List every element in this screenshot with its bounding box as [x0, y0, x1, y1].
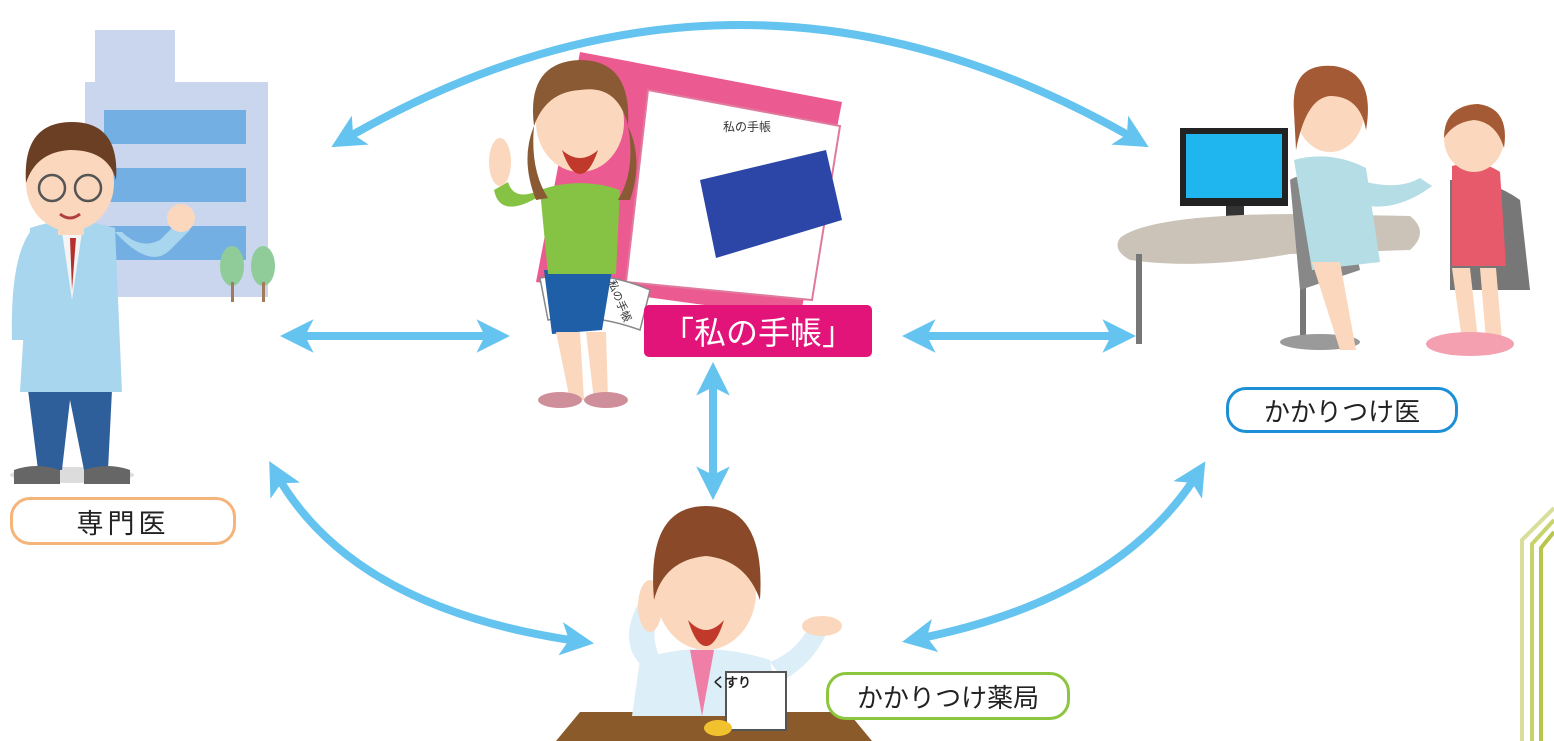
family-doctor-illustration — [1117, 65, 1530, 356]
family-doctor-label: かかりつけ医 — [1226, 387, 1458, 433]
connection-arrows — [269, 21, 1206, 656]
notebook-cover-text: 私の手帳 — [723, 120, 772, 134]
arrow-specialist-pharmacy — [269, 461, 594, 656]
pharmacy-label: かかりつけ薬局 — [826, 672, 1070, 720]
specialist-label: 専門医 — [10, 497, 236, 545]
arrow-specialist-family-doctor — [331, 21, 1149, 148]
my-notebook-badge: 「私の手帳」 — [644, 305, 872, 357]
medicine-note-label: くすり — [712, 676, 752, 691]
pharmacist-illustration — [556, 506, 872, 741]
specialist-doctor-illustration — [10, 122, 195, 484]
arrow-pharmacy-family-doctor — [902, 461, 1206, 653]
corner-decoration — [1520, 506, 1554, 741]
